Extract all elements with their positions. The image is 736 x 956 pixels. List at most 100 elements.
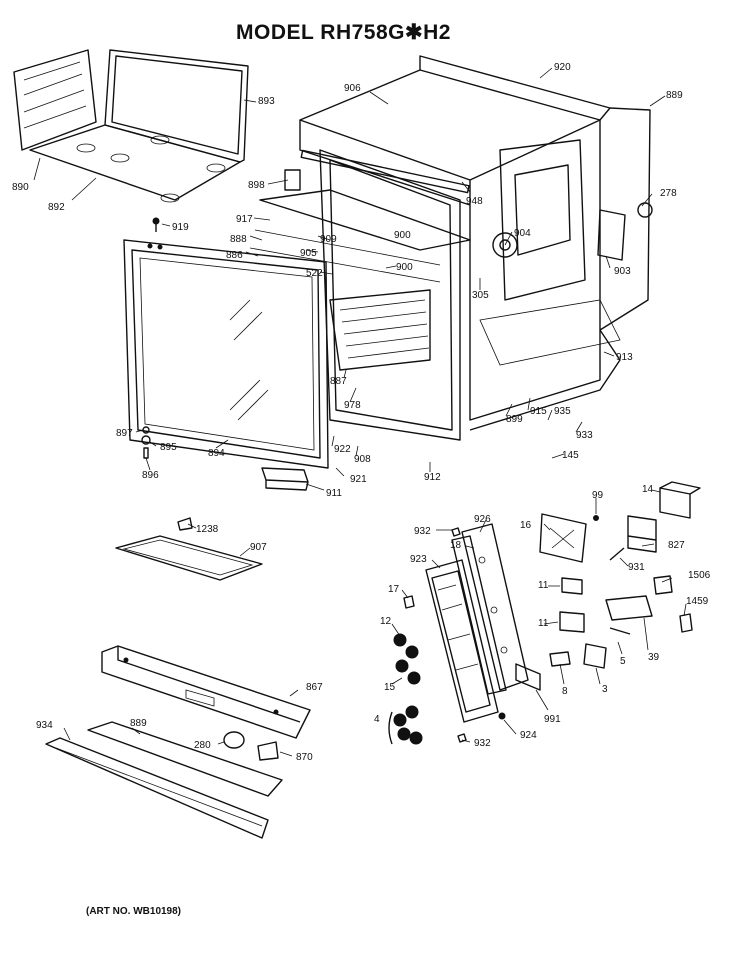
part-17: [403, 595, 415, 609]
callout-924: 924: [520, 730, 537, 741]
oven-door-894: [123, 239, 329, 469]
callout-278: 278: [660, 188, 677, 199]
callout-18: 18: [450, 540, 462, 551]
switch-870: [257, 741, 279, 761]
callout-900-a: 900: [394, 230, 411, 241]
callout-888: 888: [230, 234, 247, 245]
callout-12: 12: [380, 616, 392, 627]
clock-16: [539, 513, 587, 563]
callout-920: 920: [554, 62, 571, 73]
knob-set: [388, 633, 423, 745]
switch-11a: [561, 577, 583, 595]
callout-827: 827: [668, 540, 685, 551]
callout-900-b: 900: [396, 262, 413, 273]
part-1459: [679, 613, 693, 633]
switch-3: [583, 643, 607, 669]
door-handle-911: [261, 467, 309, 491]
callout-931: 931: [628, 562, 645, 573]
callout-889-bottom: 889: [130, 718, 147, 729]
callout-921: 921: [350, 474, 367, 485]
part-827: [627, 515, 657, 553]
callout-948: 948: [466, 196, 483, 207]
callout-11-a: 11: [538, 580, 549, 591]
leader-lines: [33, 67, 687, 757]
callout-3: 3: [602, 684, 608, 695]
art-number: (ART NO. WB10198): [86, 906, 182, 917]
callout-887: 887: [330, 376, 347, 387]
callout-11-b: 11: [538, 618, 549, 629]
callout-99: 99: [592, 490, 604, 501]
callout-933: 933: [576, 430, 593, 441]
callout-915: 915: [530, 406, 547, 417]
drawer-liner-907: [115, 517, 263, 581]
callout-906: 906: [344, 83, 361, 94]
callout-919: 919: [172, 222, 189, 233]
callout-911: 911: [326, 488, 342, 499]
callout-867: 867: [306, 682, 323, 693]
callout-15: 15: [384, 682, 396, 693]
thermostat-39: [605, 595, 653, 621]
callout-39: 39: [648, 652, 660, 663]
callout-991: 991: [544, 714, 561, 725]
clip-932: [451, 527, 467, 743]
callout-5: 5: [620, 656, 626, 667]
callout-892: 892: [48, 202, 65, 213]
part-931: [609, 547, 625, 561]
trim-strip-889: [87, 721, 283, 797]
callout-934: 934: [36, 720, 53, 731]
callout-932-a: 932: [414, 526, 431, 537]
callout-305: 305: [472, 290, 489, 301]
callout-932-b: 932: [474, 738, 491, 749]
callout-978: 978: [344, 400, 361, 411]
callout-917: 917: [236, 214, 253, 225]
callout-labels: 920 906 889 893 890 892 898 948 278 919 …: [12, 62, 711, 763]
callout-909: 909: [320, 234, 337, 245]
callout-897: 897: [116, 428, 133, 439]
callout-935: 935: [554, 406, 571, 417]
callout-903: 903: [614, 266, 631, 277]
callout-145: 145: [562, 450, 579, 461]
callout-14: 14: [642, 484, 654, 495]
screw-924: [498, 712, 506, 720]
screw-919: [152, 217, 160, 232]
callout-893: 893: [258, 96, 275, 107]
callout-908: 908: [354, 454, 371, 465]
kick-plate-934: [45, 737, 269, 839]
control-housing-923: [425, 559, 499, 723]
knob-280: [223, 731, 245, 749]
callout-1238: 1238: [196, 524, 219, 535]
callout-890: 890: [12, 182, 29, 193]
callout-889-top: 889: [666, 90, 683, 101]
callout-280: 280: [194, 740, 211, 751]
callout-905: 905: [300, 248, 317, 259]
relay-14: [659, 481, 701, 519]
callout-899: 899: [506, 414, 523, 425]
callout-923: 923: [410, 554, 427, 565]
screw-99: [593, 515, 599, 521]
callout-904: 904: [514, 228, 531, 239]
door-inner-panel: [13, 49, 249, 203]
callout-912: 912: [424, 472, 441, 483]
callout-17: 17: [388, 584, 400, 595]
callout-8: 8: [562, 686, 568, 697]
callout-16: 16: [520, 520, 532, 531]
diagram-title: MODEL RH758G✱H2: [236, 21, 451, 44]
part-8: [549, 651, 571, 667]
control-panel-867: [101, 645, 311, 739]
control-bracket-926: [451, 523, 529, 695]
switch-11b: [559, 611, 585, 633]
part-1506: [653, 575, 673, 595]
callout-4: 4: [374, 714, 380, 725]
bracket-991: [515, 663, 541, 691]
callout-870: 870: [296, 752, 313, 763]
callout-898: 898: [248, 180, 265, 191]
callout-926: 926: [474, 514, 491, 525]
callout-895: 895: [160, 442, 177, 453]
callout-522: 522: [306, 268, 323, 279]
callout-1459: 1459: [686, 596, 709, 607]
callout-886: 886: [226, 250, 243, 261]
callout-922: 922: [334, 444, 351, 455]
callout-1506: 1506: [688, 570, 711, 581]
oven-rack-887: [329, 289, 431, 371]
